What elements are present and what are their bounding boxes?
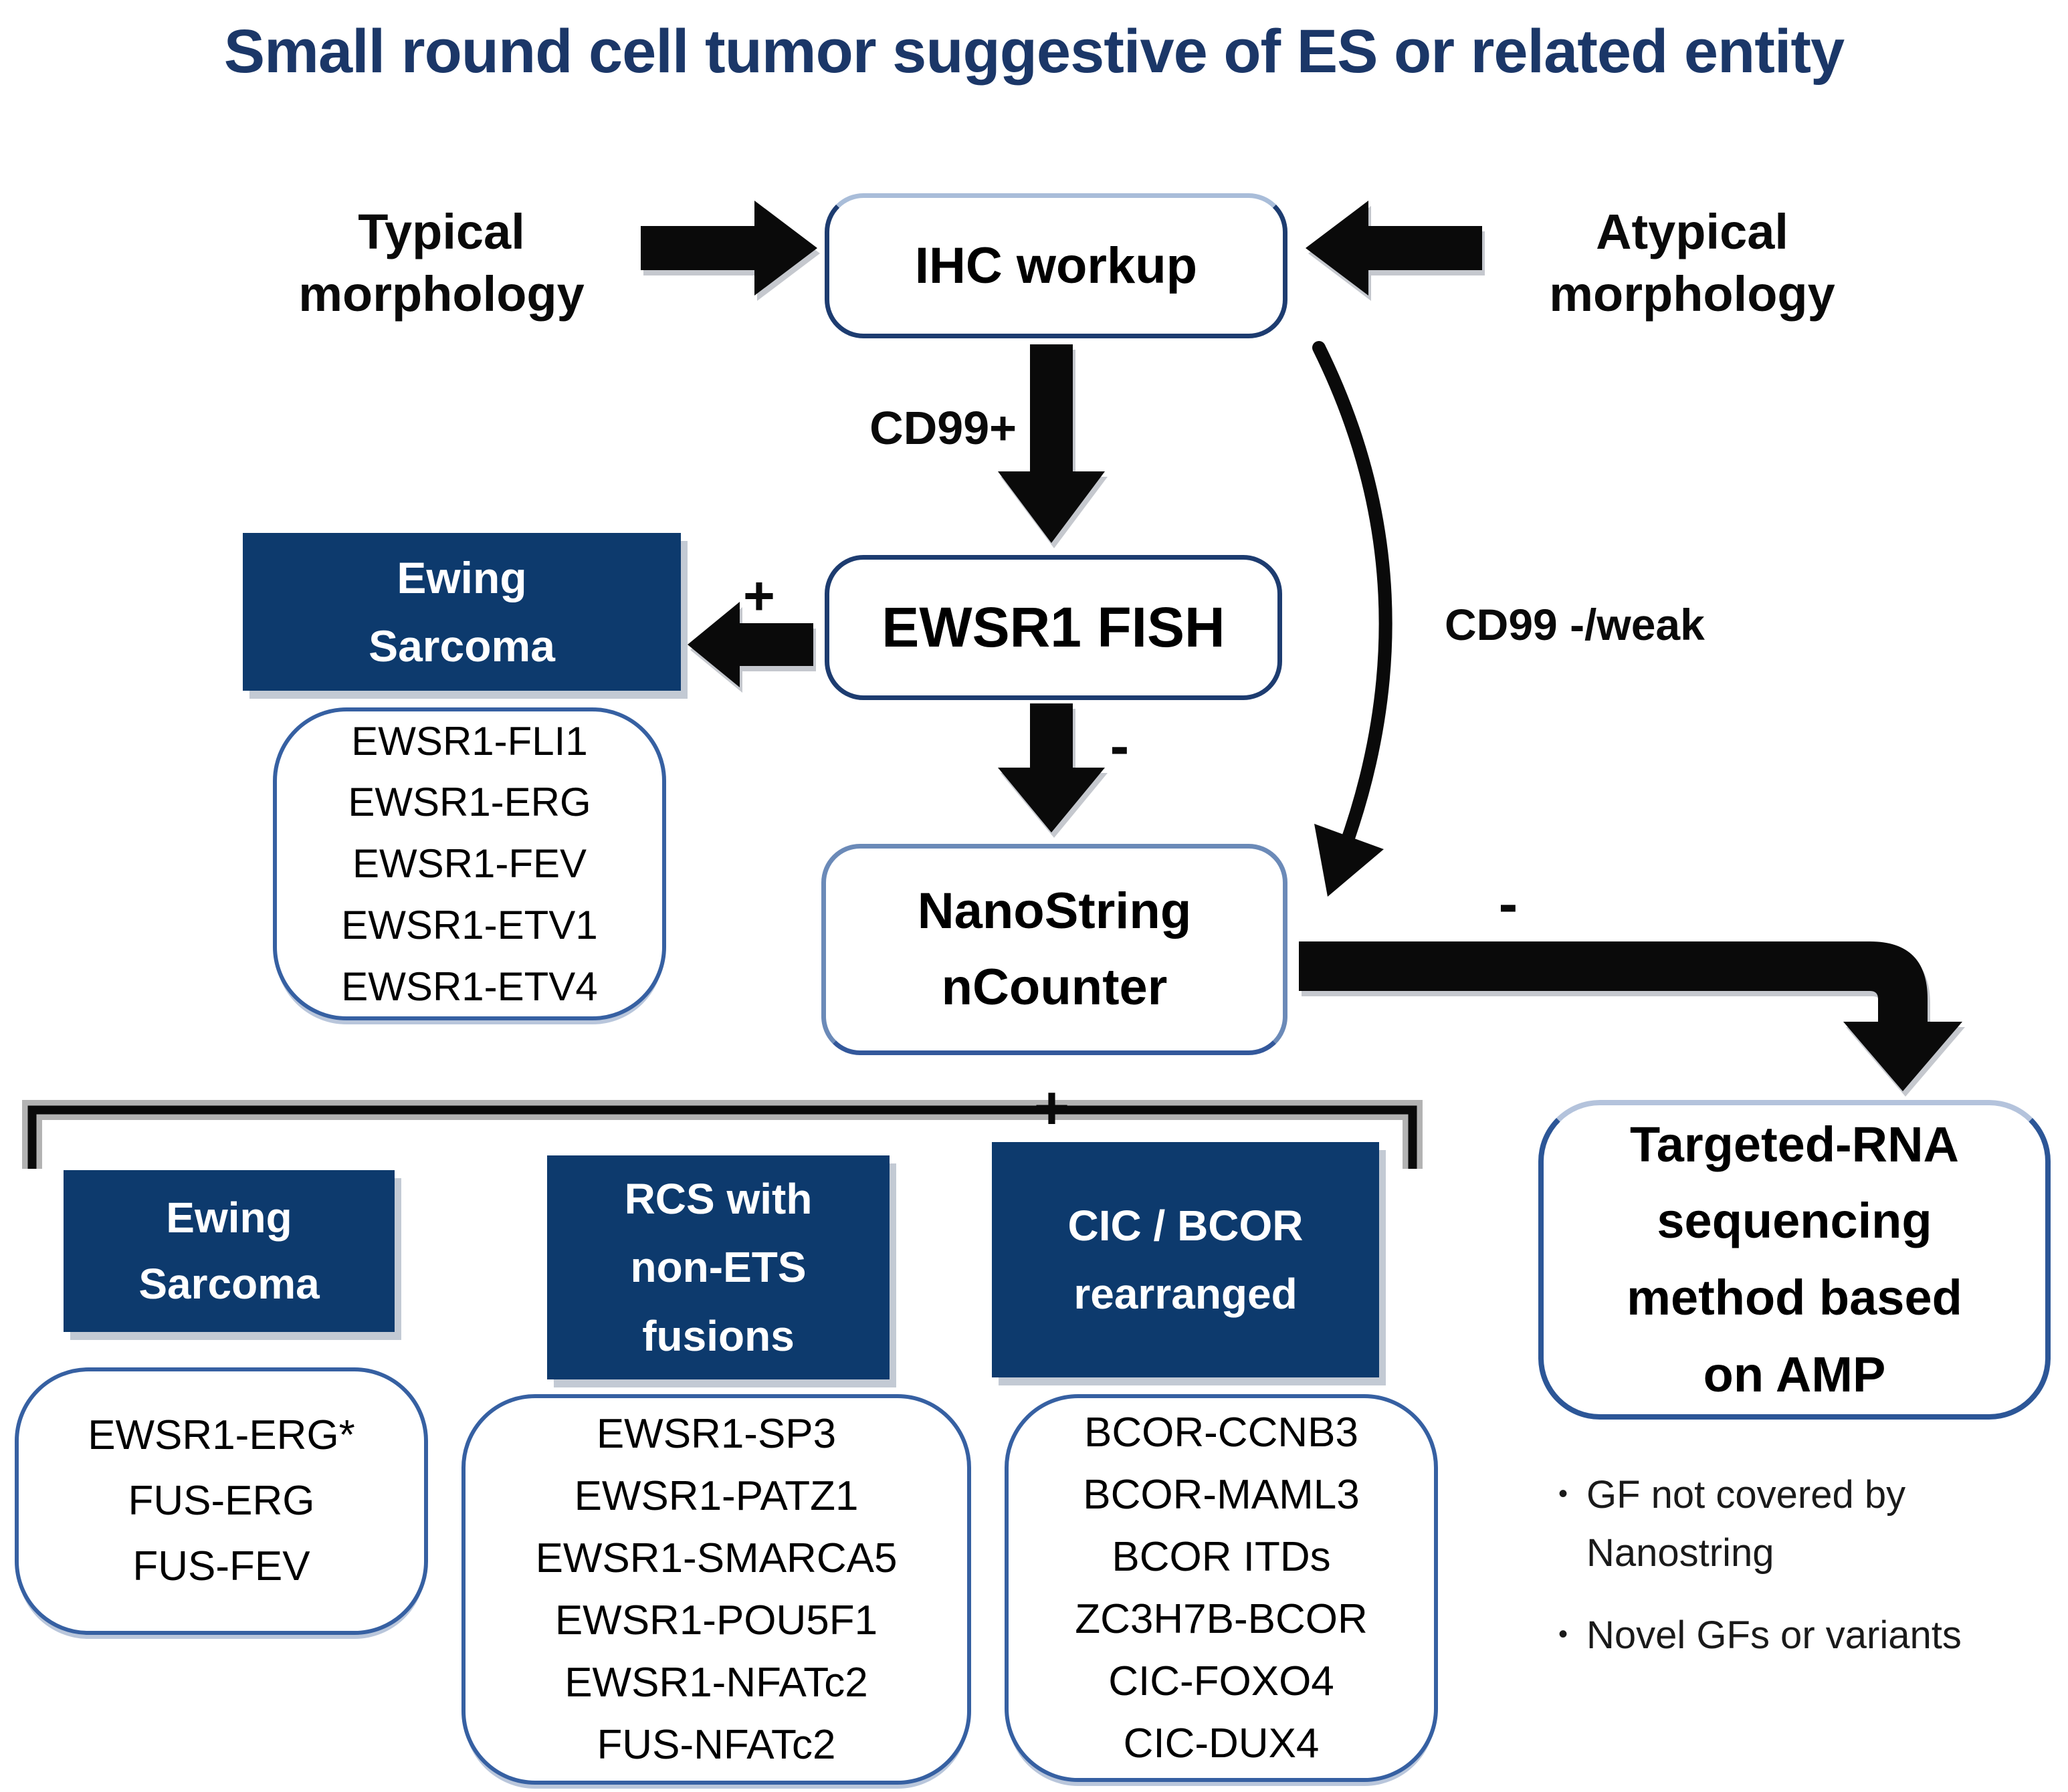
group-ewing-sarcoma-fusion-list: EWSR1-ERG* FUS-ERG FUS-FEV [15, 1367, 428, 1635]
group-ewing-sarcoma-header: Ewing Sarcoma [64, 1170, 395, 1332]
ihc-workup-node: IHC workup [825, 193, 1287, 338]
ewing-sarcoma-fish-header: Ewing Sarcoma [243, 533, 681, 691]
list-item: EWSR1-ETV1 [341, 902, 598, 947]
list-item: FUS-ERG [128, 1478, 315, 1525]
group-rcs-non-ets-fusion-list: EWSR1-SP3 EWSR1-PATZ1 EWSR1-SMARCA5 EWSR… [461, 1394, 971, 1785]
note-item: • GF not covered by Nanostring [1558, 1466, 2068, 1582]
typical-morphology-label: Typical morphology [298, 203, 585, 322]
group-rcs-non-ets-header: RCS with non-ETS fusions [547, 1155, 890, 1379]
cd99-negative-weak-label: CD99 -/weak [1445, 600, 1705, 649]
list-item: EWSR1-PATZ1 [574, 1473, 859, 1519]
note-text: GF not covered by Nanostring [1586, 1473, 1906, 1575]
group-cic-bcor-header: CIC / BCOR rearranged [992, 1142, 1379, 1377]
list-item: ZC3H7B-BCOR [1075, 1596, 1368, 1642]
fish-positive-label: + [743, 566, 775, 627]
group-cic-bcor-fusion-list: BCOR-CCNB3 BCOR-MAML3 BCOR ITDs ZC3H7B-B… [1005, 1394, 1438, 1782]
atypical-morphology-label: Atypical morphology [1549, 203, 1835, 322]
ewsr1-fish-node: EWSR1 FISH [825, 555, 1282, 700]
fish-negative-label: - [1110, 713, 1130, 778]
list-item: EWSR1-ERG [348, 780, 591, 825]
cd99-positive-label: CD99+ [869, 402, 1017, 454]
list-item: FUS-NFATc2 [597, 1722, 836, 1768]
list-item: BCOR-MAML3 [1083, 1472, 1360, 1518]
bullet-icon: • [1558, 1479, 1568, 1508]
list-item: EWSR1-ETV4 [341, 964, 598, 1009]
list-item: EWSR1-SMARCA5 [535, 1535, 898, 1581]
list-item: BCOR ITDs [1112, 1534, 1331, 1580]
list-item: FUS-FEV [132, 1543, 310, 1589]
nanostring-positive-label: + [1033, 1073, 1070, 1142]
nanostring-ncounter-node: NanoString nCounter [821, 844, 1287, 1055]
page-title: Small round cell tumor suggestive of ES … [223, 17, 1845, 86]
nanostring-negative-label: - [1498, 871, 1518, 936]
bullet-icon: • [1558, 1619, 1568, 1649]
list-item: CIC-FOXO4 [1108, 1658, 1334, 1704]
targeted-rna-node: Targeted-RNA sequencing method based on … [1538, 1100, 2051, 1420]
list-item: BCOR-CCNB3 [1084, 1410, 1358, 1456]
list-item: EWSR1-FEV [352, 841, 587, 887]
notes-list: • GF not covered by Nanostring • Novel G… [1558, 1466, 2068, 1664]
list-item: CIC-DUX4 [1123, 1720, 1320, 1767]
ewing-fish-fusion-list: EWSR1-FLI1 EWSR1-ERG EWSR1-FEV EWSR1-ETV… [273, 707, 666, 1020]
arrow-right-icon [641, 201, 817, 296]
note-item: • Novel GFs or variants [1558, 1606, 2068, 1664]
list-item: EWSR1-FLI1 [351, 718, 588, 764]
arrow-elbow-nanostring-to-targeted-icon [1299, 941, 1962, 1091]
note-text: Novel GFs or variants [1586, 1613, 1962, 1657]
list-item: EWSR1-NFATc2 [564, 1660, 868, 1706]
curved-arrow-cd99-weak-icon [1312, 341, 1392, 897]
list-item: EWSR1-SP3 [596, 1411, 837, 1457]
list-item: EWSR1-POU5F1 [554, 1597, 878, 1644]
list-item: EWSR1-ERG* [88, 1412, 355, 1459]
arrow-left-icon [1306, 201, 1482, 296]
